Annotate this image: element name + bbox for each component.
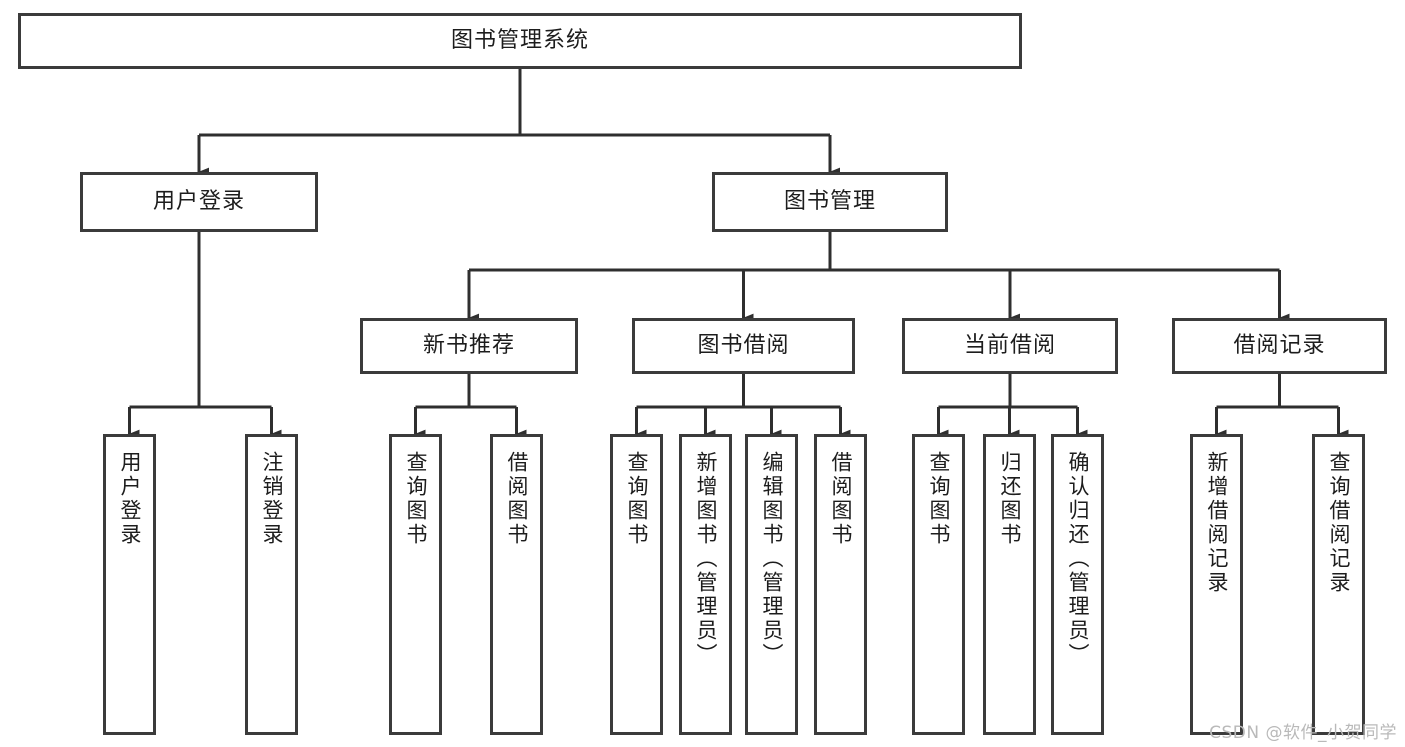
node-label: 注销登录 xyxy=(260,451,284,547)
node-label: 编辑图书（管理员） xyxy=(760,451,784,667)
node-l4_3[interactable]: 借阅图书 xyxy=(490,434,543,735)
node-root[interactable]: 图书管理系统 xyxy=(18,13,1022,69)
node-label: 新增图书（管理员） xyxy=(694,451,718,667)
node-label: 图书管理 xyxy=(783,189,876,215)
node-l4_7[interactable]: 借阅图书 xyxy=(814,434,867,735)
node-l4_5[interactable]: 新增图书（管理员） xyxy=(679,434,732,735)
node-l2_0[interactable]: 用户登录 xyxy=(80,172,318,232)
node-label: 用户登录 xyxy=(152,189,245,215)
node-l4_8[interactable]: 查询图书 xyxy=(912,434,965,735)
node-label: 借阅图书 xyxy=(505,451,529,547)
node-l3_2[interactable]: 当前借阅 xyxy=(902,318,1118,374)
node-l4_9[interactable]: 归还图书 xyxy=(983,434,1036,735)
tree-connectors xyxy=(128,69,1349,439)
node-l4_10[interactable]: 确认归还（管理员） xyxy=(1051,434,1104,735)
node-label: 确认归还（管理员） xyxy=(1066,451,1090,667)
node-l2_1[interactable]: 图书管理 xyxy=(712,172,948,232)
node-label: 图书管理系统 xyxy=(450,28,589,54)
node-l3_1[interactable]: 图书借阅 xyxy=(632,318,855,374)
node-l4_12[interactable]: 查询借阅记录 xyxy=(1312,434,1365,735)
node-l3_0[interactable]: 新书推荐 xyxy=(360,318,578,374)
node-l3_3[interactable]: 借阅记录 xyxy=(1172,318,1387,374)
node-label: 查询图书 xyxy=(927,451,951,547)
node-label: 借阅图书 xyxy=(829,451,853,547)
node-l4_0[interactable]: 用户登录 xyxy=(103,434,156,735)
node-label: 新书推荐 xyxy=(422,333,515,359)
node-label: 用户登录 xyxy=(118,451,142,547)
node-l4_2[interactable]: 查询图书 xyxy=(389,434,442,735)
node-label: 借阅记录 xyxy=(1233,333,1326,359)
node-label: 图书借阅 xyxy=(697,333,790,359)
node-label: 查询图书 xyxy=(404,451,428,547)
node-label: 查询借阅记录 xyxy=(1327,451,1351,595)
node-l4_11[interactable]: 新增借阅记录 xyxy=(1190,434,1243,735)
node-l4_4[interactable]: 查询图书 xyxy=(610,434,663,735)
node-l4_6[interactable]: 编辑图书（管理员） xyxy=(745,434,798,735)
node-label: 新增借阅记录 xyxy=(1205,451,1229,595)
node-label: 查询图书 xyxy=(625,451,649,547)
node-l4_1[interactable]: 注销登录 xyxy=(245,434,298,735)
node-label: 归还图书 xyxy=(998,451,1022,547)
node-label: 当前借阅 xyxy=(963,333,1056,359)
